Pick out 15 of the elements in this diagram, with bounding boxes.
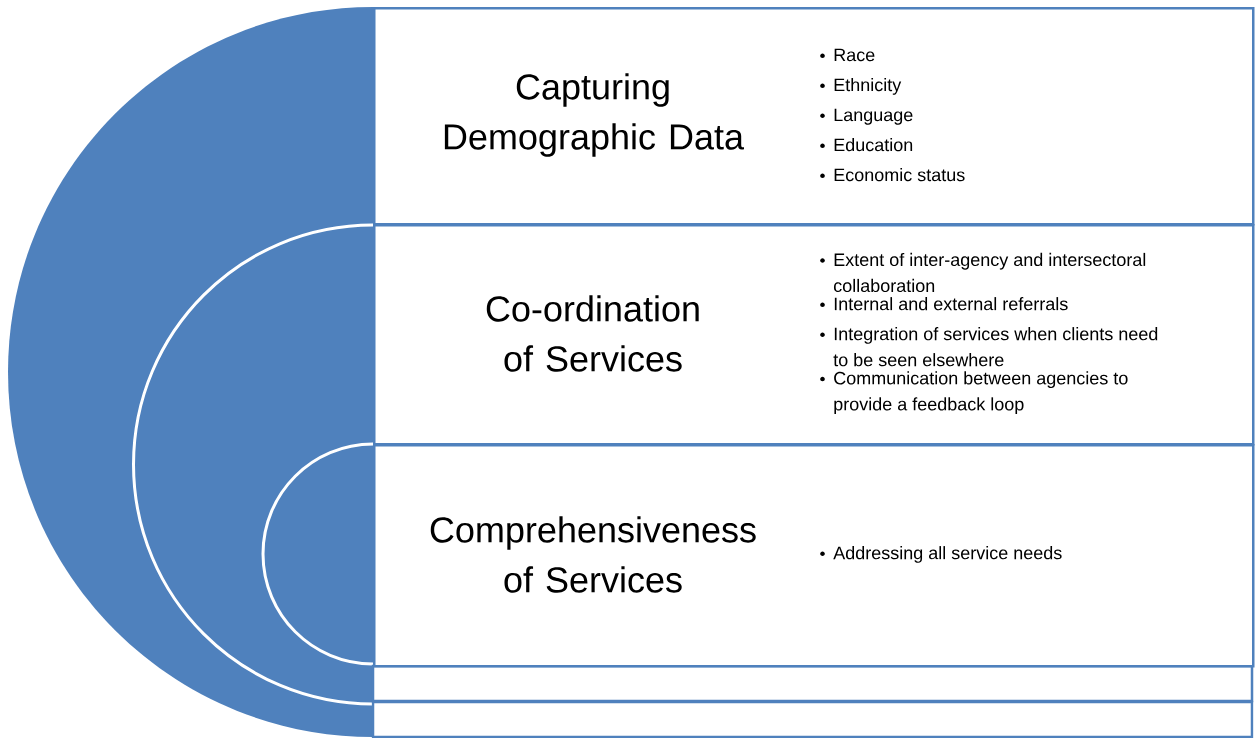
- heading: Comprehensiveness of Services: [430, 516, 756, 593]
- row-box: [373, 7, 1255, 226]
- list-item: Internal and external referrals: [834, 297, 1068, 311]
- list-item: Language: [834, 108, 913, 125]
- list-item: Communication between agencies to provide a feedback loop: [834, 371, 1128, 415]
- heading: Capturing Demographic Data: [444, 73, 744, 157]
- list-item: Ethnicity: [834, 78, 902, 95]
- row-box: [373, 224, 1255, 446]
- list-item: Extent of inter-agency and intersectoral collaboration: [834, 252, 1146, 293]
- list-item: Economic status: [834, 168, 965, 182]
- list-item: Education: [834, 138, 913, 152]
- heading: Co-ordination of Services: [486, 295, 699, 372]
- list-item: Addressing all service needs: [833, 546, 1062, 563]
- list-item: Race: [834, 48, 875, 62]
- list-item: Integration of services when clients need to be seen elsewhere: [833, 327, 1158, 367]
